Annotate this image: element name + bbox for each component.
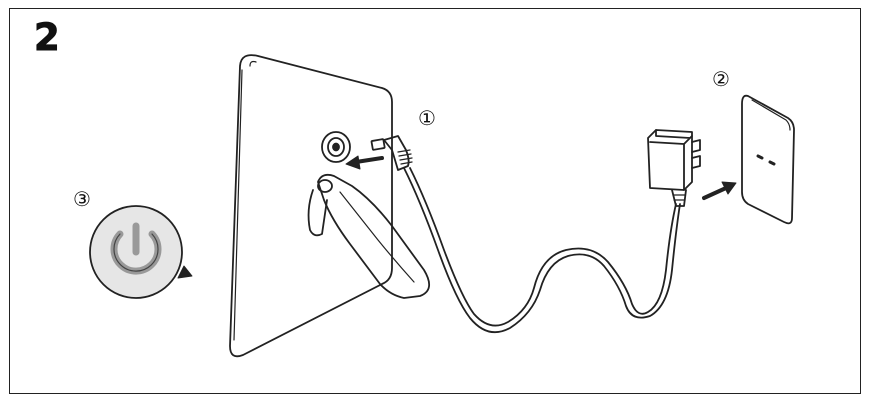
callout-2-wall-outlet: ②	[712, 67, 730, 91]
callout-1-dc-connector: ①	[418, 106, 436, 130]
callout-3-power-button: ③	[73, 187, 91, 211]
power-button	[89, 205, 193, 299]
step-number: 2	[34, 16, 61, 59]
dc-in-port	[321, 131, 351, 163]
figure-frame	[9, 8, 861, 394]
left-arrow-head	[345, 155, 361, 170]
power-adapter	[647, 129, 701, 207]
wall-outlet	[741, 94, 795, 225]
left-arrow-icon	[354, 156, 384, 164]
right-arrow-head	[721, 181, 737, 195]
photo-frame-device	[229, 54, 393, 358]
right-arrow-icon	[702, 186, 728, 200]
button-pointer	[177, 265, 193, 279]
dc-connector-plug	[370, 135, 413, 171]
kickstand	[307, 173, 430, 299]
power-cable	[403, 167, 681, 334]
